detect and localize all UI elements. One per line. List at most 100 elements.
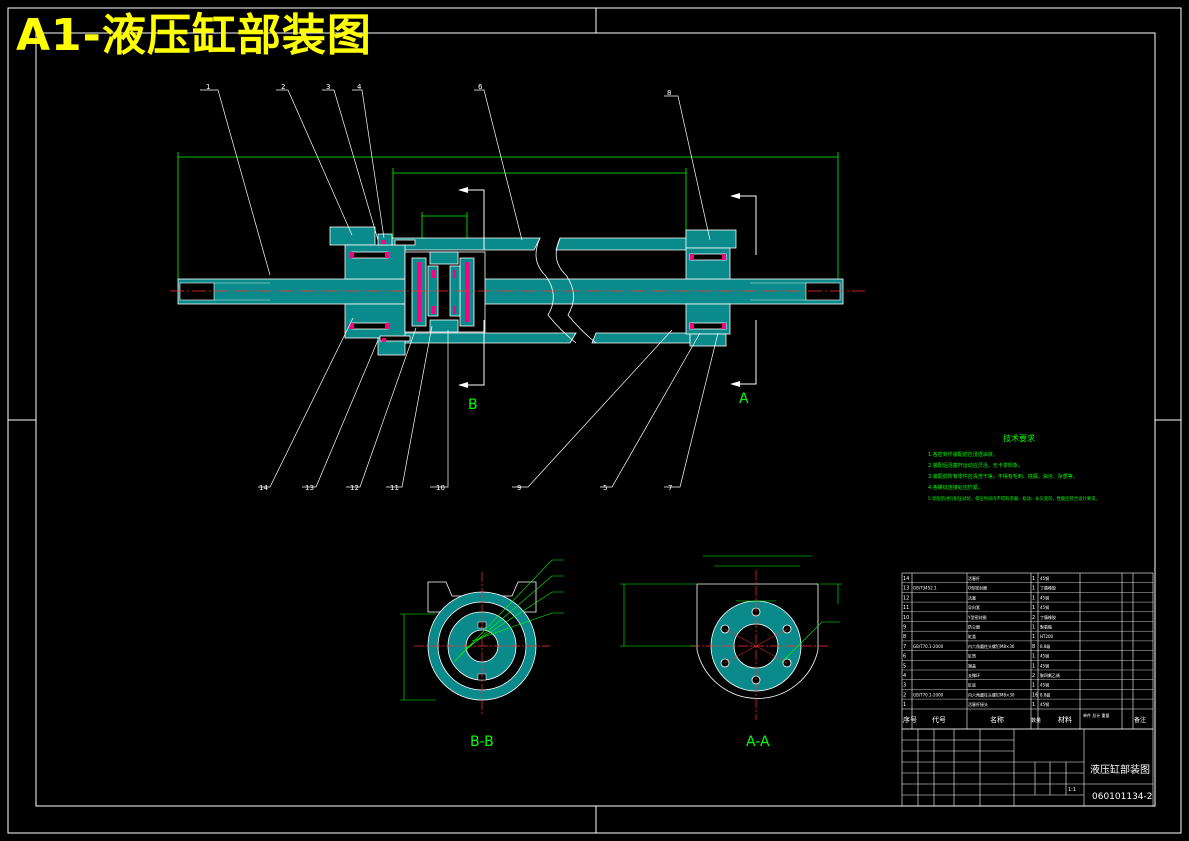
bom-cell: 1 — [1032, 625, 1035, 631]
bom-cell: 2 — [1032, 673, 1035, 679]
view-label-aa: A-A — [746, 734, 770, 750]
callout-number: 7 — [668, 484, 672, 492]
bom-cell: 1 — [1032, 654, 1035, 660]
bom-header-code: 代号 — [932, 715, 946, 724]
callout-number: 13 — [305, 484, 314, 492]
bom-cell: 2 — [903, 692, 906, 698]
callout-number: 3 — [326, 83, 330, 91]
bom-cell: 16 — [1032, 692, 1038, 698]
seals-right — [690, 254, 726, 329]
tech-line: 1.各密封件装配前应浸透油液。 — [928, 451, 998, 458]
drawing-frame — [7, 7, 1182, 834]
bom-cell: 1 — [1032, 702, 1035, 708]
bom-cell: Y型密封圈 — [967, 614, 986, 620]
bom-cell: 45钢 — [1040, 682, 1049, 688]
tech-heading: 技术要求 — [1003, 433, 1035, 443]
callout-number: 9 — [517, 484, 521, 492]
bom-cell: 7 — [903, 644, 906, 650]
callout-number: 11 — [390, 484, 399, 492]
bom-header-material: 材料 — [1058, 715, 1072, 724]
bom-cell: 8.8级 — [1040, 691, 1050, 697]
bom-cell: 缸筒 — [968, 653, 976, 659]
section-label-a: A — [739, 391, 749, 407]
drawing-scale: 1:1 — [1068, 787, 1076, 793]
section-view-aa: A-A — [620, 555, 842, 750]
bom-header-note: 备注 — [1134, 716, 1146, 724]
tech-line: 3.装配前所有零件应清洗干净，不得有毛刺、铁屑、油污、杂质等。 — [928, 473, 1078, 480]
bom-cell: 1 — [1032, 595, 1035, 601]
callout-number: 2 — [281, 83, 285, 91]
drawing-code: 060101134-2 — [1092, 792, 1153, 802]
bom-cell: 10 — [903, 615, 909, 621]
bom-cell: 8 — [903, 634, 906, 640]
bom-cell: 丁腈橡胶 — [1040, 614, 1056, 620]
bom-cell: GB/T70.1-2000 — [913, 692, 944, 697]
bom-cell: 45钢 — [1040, 662, 1049, 668]
bom-cell: 防尘圈 — [968, 624, 980, 630]
bom-cell: 内六角圆柱头螺钉M8×30 — [968, 691, 1015, 697]
bom-cell: 1 — [903, 702, 906, 708]
leader-lines — [200, 89, 719, 488]
bom-rows — [902, 582, 1153, 700]
bom-cell: 8.8级 — [1040, 643, 1050, 649]
bom-cell: 8 — [1032, 644, 1035, 650]
callout-number: 5 — [603, 484, 607, 492]
seals-piston — [417, 262, 469, 322]
break-line — [535, 237, 577, 344]
bom-cell: 45钢 — [1040, 701, 1049, 707]
bom-cell: O型密封圈 — [968, 585, 987, 591]
bom-header-name: 名称 — [990, 715, 1004, 724]
bom-cell: 9 — [903, 625, 906, 631]
bom-cell: 活塞杆接头 — [968, 701, 988, 707]
bill-of-materials — [901, 572, 1154, 730]
bom-cell: GB/T70.1-2000 — [913, 644, 944, 649]
bom-cell: 1 — [1032, 576, 1035, 582]
bom-cell: 1 — [1032, 605, 1035, 611]
tech-line: 2.装配后活塞杆运动应灵活，无卡滞现象。 — [928, 462, 1023, 469]
bom-cell: 缸盖 — [968, 633, 976, 639]
drawing-name: 液压缸部装图 — [1090, 763, 1150, 776]
drawing-title: A1-液压缸部装图 — [16, 10, 372, 61]
bom-cell: 6 — [903, 654, 906, 660]
view-label-bb: B-B — [470, 734, 494, 750]
bom-cell: HT200 — [1040, 634, 1054, 639]
section-view-bb: B-B — [400, 559, 564, 750]
bom-cell: 内六角圆柱头螺钉M8×30 — [968, 643, 1015, 649]
callout-number: 12 — [350, 484, 359, 492]
bom-cell: 45钢 — [1040, 653, 1049, 659]
bom-cell: 45钢 — [1040, 575, 1049, 581]
tech-line: 4.各螺纹连接处应拧紧。 — [928, 484, 983, 491]
bom-cell: 端盖 — [968, 662, 976, 668]
bom-header-no: 序号 — [903, 715, 917, 724]
title-block — [901, 728, 1154, 807]
main-assembly-view: B A — [170, 89, 865, 488]
section-arrows — [458, 187, 740, 388]
callout-number: 6 — [478, 83, 483, 91]
bom-cell: 导向套 — [968, 604, 980, 610]
bom-cell: 12 — [903, 595, 909, 601]
bom-cell: 1 — [1032, 683, 1035, 689]
bom-cell: 1 — [1032, 586, 1035, 592]
callout-number: 4 — [357, 83, 362, 91]
bom-cell: 45钢 — [1040, 594, 1049, 600]
tech-line: 5.装配后进行耐压试验，保压时间内不得有渗漏、松动、永久变形，性能应符合设计要求… — [928, 495, 1100, 502]
piston-rod — [177, 278, 844, 305]
callout-number: 14 — [259, 484, 268, 492]
bom-cell: 缸底 — [968, 682, 976, 688]
bom-header-qty: 数量 — [1031, 717, 1041, 724]
bom-cell: 支撑环 — [968, 672, 980, 678]
bom-cell: 聚四氟乙烯 — [1040, 672, 1060, 678]
break-line — [555, 237, 597, 344]
bom-cell: 活塞杆 — [968, 575, 980, 581]
bom-cell: 45钢 — [1040, 604, 1049, 610]
bom-cell: 1 — [1032, 663, 1035, 669]
bom-cell: 聚氨酯 — [1040, 624, 1052, 630]
bom-cell: GB/T3452.1 — [913, 586, 937, 591]
bom-cell: 2 — [1032, 615, 1035, 621]
bom-cell: 1 — [1032, 634, 1035, 640]
bom-header: 序号 代号 名称 数量 材料 单件 总计 重量 备注 — [903, 712, 1146, 724]
callout-number: 1 — [206, 83, 210, 91]
